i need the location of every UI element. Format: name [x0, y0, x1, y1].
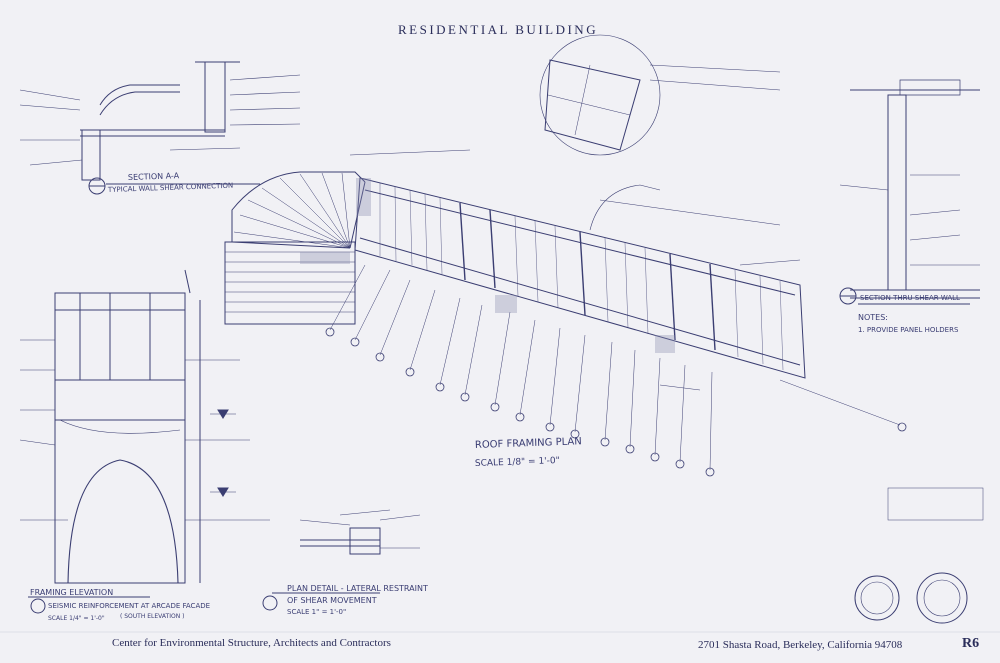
notes-item: 1. PROVIDE PANEL HOLDERS [858, 326, 959, 334]
notes-label: NOTES: [858, 313, 888, 322]
section-a-sublabel: TYPICAL WALL SHEAR CONNECTION [107, 182, 233, 194]
footer-address: 2701 Shasta Road, Berkeley, California 9… [698, 639, 903, 651]
roof-framing-plan [224, 34, 907, 477]
section-a-label: SECTION A-A [128, 171, 180, 182]
footer-firm-name: Center for Environmental Structure, Arch… [112, 637, 391, 649]
shear-wall-label: SECTION THRU SHEAR WALL [860, 294, 960, 302]
section-a-a-detail [19, 61, 301, 195]
roof-plan-scale: SCALE 1/8" = 1'-0" [475, 456, 560, 469]
framing-elevation [19, 269, 270, 614]
sheet-number: R6 [962, 636, 980, 651]
plan-detail-scale: SCALE 1" = 1'-0" [287, 608, 346, 616]
framing-elevation-scale: SCALE 1/4" = 1'-0" [48, 615, 105, 622]
framing-elevation-sub: SEISMIC REINFORCEMENT AT ARCADE FACADE [48, 602, 210, 610]
roof-plan-title: ROOF FRAMING PLAN [475, 436, 582, 451]
title-block [854, 487, 984, 624]
plan-detail-sub: OF SHEAR MOVEMENT [287, 596, 377, 605]
shear-wall-section [839, 79, 980, 305]
framing-elevation-note: ( SOUTH ELEVATION ) [120, 613, 184, 620]
sheet-title: RESIDENTIAL BUILDING [398, 22, 599, 37]
framing-elevation-label: FRAMING ELEVATION [30, 588, 113, 597]
plan-detail-restraint [262, 509, 421, 611]
plan-detail-label: PLAN DETAIL - LATERAL RESTRAINT [287, 584, 428, 593]
